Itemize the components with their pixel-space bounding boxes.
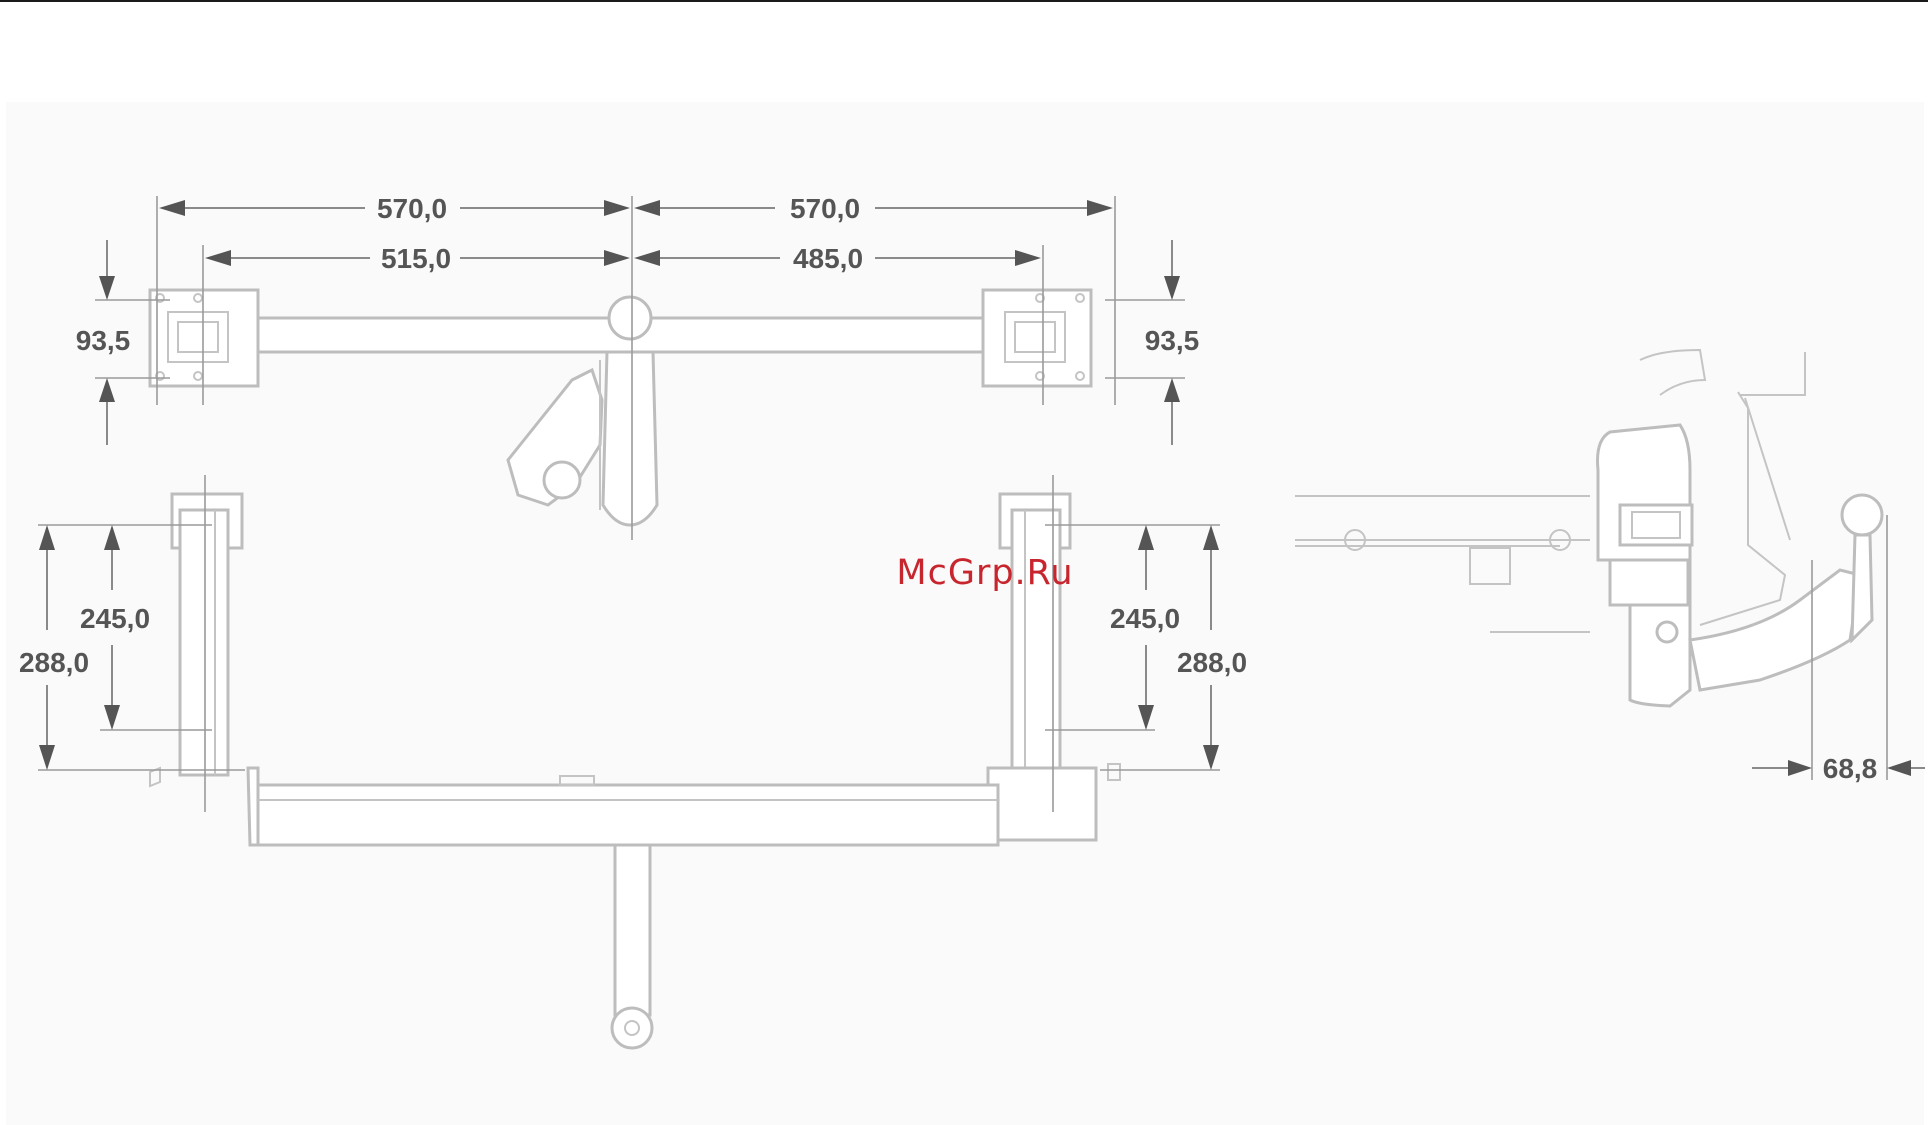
dim-top-left-inner: 515,0 bbox=[381, 243, 451, 274]
dim-side-right-outer: 288,0 bbox=[1177, 647, 1247, 678]
dim-bracket-right-height: 93,5 bbox=[1145, 325, 1200, 356]
watermark: McGrp.Ru bbox=[896, 553, 1073, 593]
dim-top-right-inner: 485,0 bbox=[793, 243, 863, 274]
dim-side-left-outer: 288,0 bbox=[19, 647, 89, 678]
side-view-towbar bbox=[1295, 350, 1882, 706]
dim-bracket-left-height: 93,5 bbox=[76, 325, 131, 356]
dim-top-right-outer: 570,0 bbox=[790, 193, 860, 224]
dim-top-left-outer: 570,0 bbox=[377, 193, 447, 224]
top-view-towbar bbox=[150, 290, 1091, 525]
dim-ball-offset: 68,8 bbox=[1823, 753, 1878, 784]
dim-side-right-inner: 245,0 bbox=[1110, 603, 1180, 634]
dim-side-left-inner: 245,0 bbox=[80, 603, 150, 634]
